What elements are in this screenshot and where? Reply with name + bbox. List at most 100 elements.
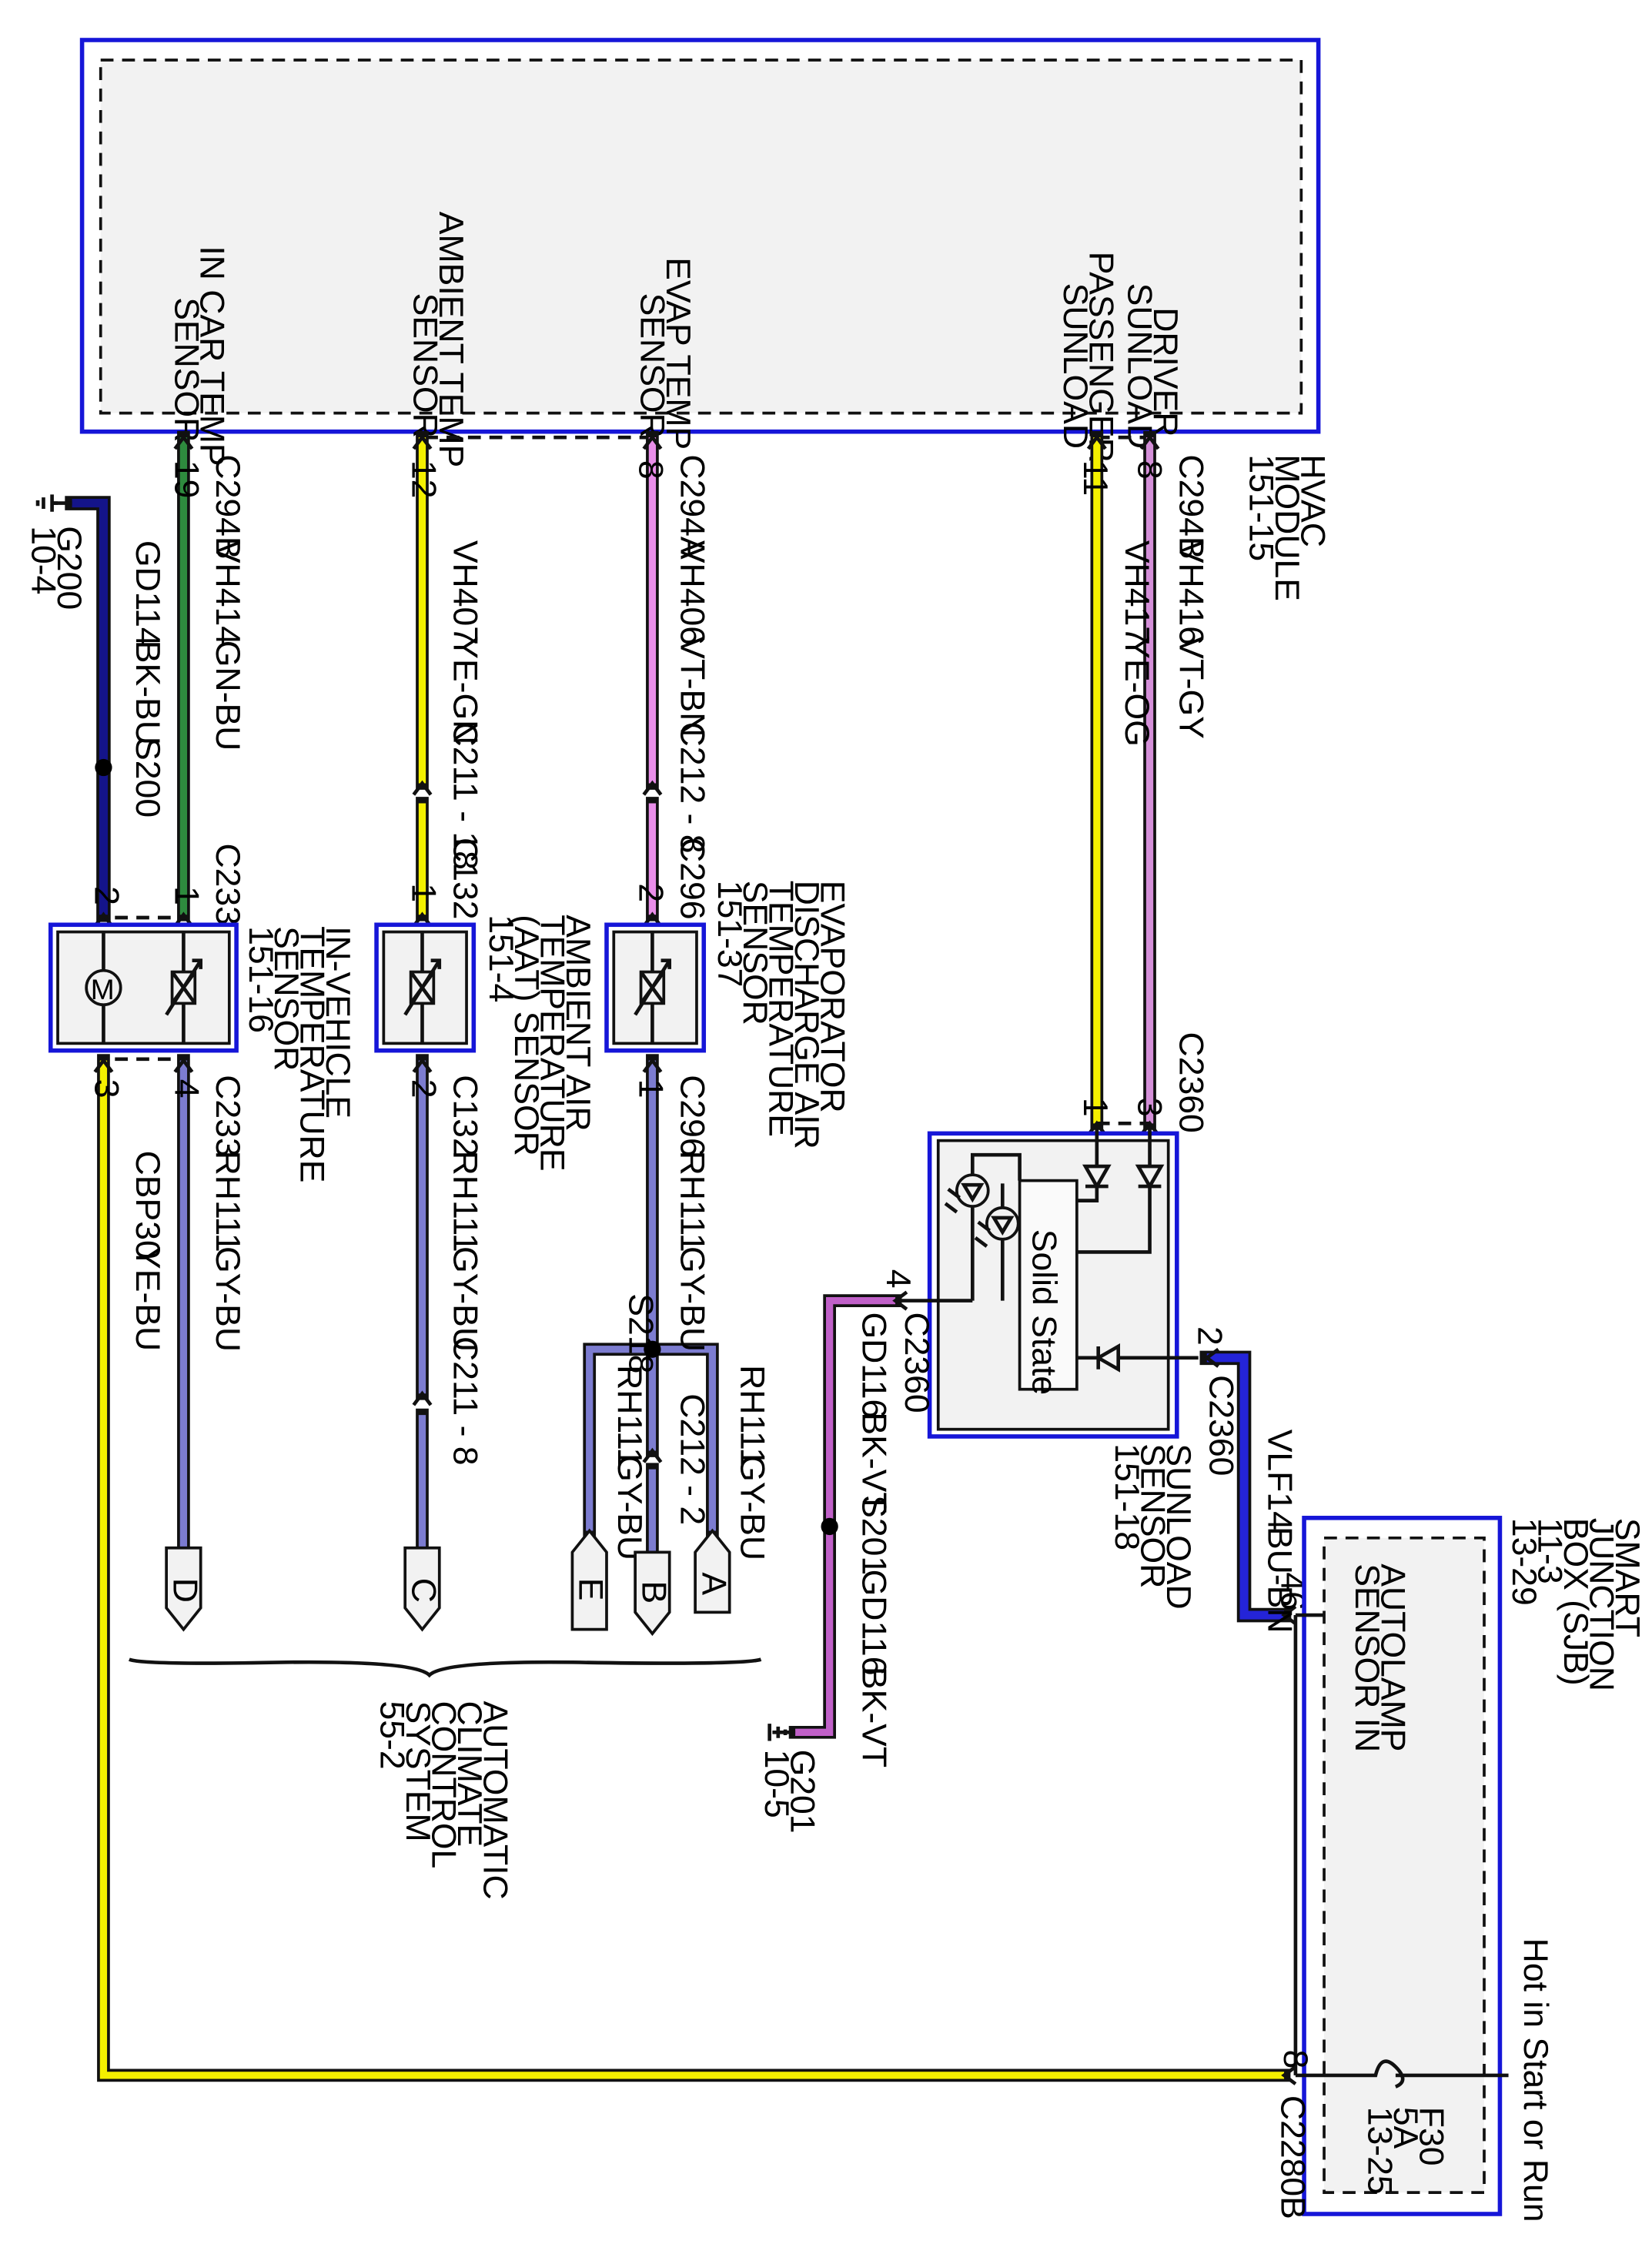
evap-sensor-pin: 1: [632, 1079, 670, 1099]
ambient-air-sensor[interactable]: AMBIENT AIR TEMPERATURE (AAT) SENSOR 151…: [374, 915, 597, 1172]
hvac-pin-passenger-line1: PASSENGER: [1082, 252, 1120, 463]
cbp30-labels: CBP30 YE-BU: [129, 1151, 166, 1352]
connector-chevron-3: [1086, 434, 1107, 450]
passenger-color: YE-OG: [1118, 636, 1155, 747]
ambient-color: YE-GN: [446, 636, 483, 744]
wire-gd114[interactable]: [72, 498, 109, 915]
in-vehicle-sensor[interactable]: M IN-VEHICLE TEMPERATURE SENSOR 151-16 2…: [48, 886, 356, 1182]
ambient-sensor-connector: C132: [446, 1075, 483, 1157]
smart-junction-box[interactable]: SMART JUNCTION BOX (SJB) 11-3 13-29 AUTO…: [1273, 1516, 1646, 2222]
sunload-pin4: 4: [879, 1269, 917, 1289]
wire-group: [65, 430, 1297, 2085]
in-vehicle-label-3: SENSOR: [267, 926, 305, 1071]
driver-pin: 8: [1131, 460, 1169, 480]
gd116-circuit-labels: GD116 BK-VT S201 GD116 BK-VT: [821, 1312, 892, 1767]
hvac-pin-ambient-line2: SENSOR: [406, 293, 443, 438]
connector-chevron-15: [412, 780, 433, 796]
connector-chevron-4: [1139, 434, 1160, 450]
c-inline: C211 - 8: [446, 1336, 483, 1466]
evap-color: VT-BN: [674, 636, 711, 737]
evap-connector2: C296: [674, 838, 711, 920]
ambient-label-2: TEMPERATURE: [533, 915, 571, 1171]
wire-rh111-a[interactable]: [652, 1346, 717, 1531]
terminal-e[interactable]: E: [570, 1528, 610, 1631]
in-car-pin: 19: [167, 460, 205, 499]
ambient-inline: C211 - 18: [446, 722, 483, 870]
sunload-label-2: SENSOR: [1133, 1443, 1171, 1588]
in-car-circuit-labels: C294B 19 VH414 GN-BU C233 1: [167, 454, 246, 925]
wire-vlf14[interactable]: [1206, 1353, 1285, 1620]
terminal-a[interactable]: A: [694, 1528, 732, 1614]
acc-label-5: 55-2: [373, 1701, 411, 1769]
g201-ref: 10-5: [757, 1750, 795, 1818]
in-vehicle-label-2: TEMPERATURE: [293, 926, 331, 1182]
gd116-color-1: BK-VT: [854, 1412, 892, 1513]
driver-connector: C294B: [1172, 454, 1210, 559]
ambient-pin: 12: [404, 460, 442, 499]
sjb-hot-label: Hot in Start or Run: [1517, 1938, 1554, 2222]
gd116-circuit-1: GD116: [854, 1312, 892, 1418]
evaporator-sensor[interactable]: EVAPORATOR DISCHARGE AIR TEMPERATURE SEN…: [604, 881, 851, 1157]
evap-circuit: VH406: [674, 540, 711, 645]
connector-chevron-16: [642, 780, 663, 796]
connector-chevron-1: [412, 434, 433, 450]
ground-g201[interactable]: G201 10-5: [757, 1724, 821, 1834]
c-circuit: RH111: [446, 1151, 483, 1252]
acc-brace: AUTOMATIC CLIMATE CONTROL SYSTEM 55-2: [129, 1657, 762, 1900]
gd114-circuit: GD114: [129, 540, 166, 647]
connector-chevron-18: [642, 1447, 663, 1463]
g201-name: G201: [784, 1750, 821, 1834]
connector-chevron-12: [642, 1057, 663, 1073]
in-car-pin2: 1: [167, 886, 205, 905]
hvac-pin-evap-line1: EVAP TEMP: [659, 257, 697, 450]
gd116-color-2: BK-VT: [854, 1667, 892, 1767]
b-inline: C212 - 2: [674, 1393, 711, 1525]
evap-inline: C212 - 8: [674, 722, 711, 854]
in-vehicle-pin2: 2: [87, 886, 125, 905]
wire-gd116[interactable]: [795, 1296, 896, 1736]
evap-label-5: 151-37: [711, 881, 748, 988]
terminal-c[interactable]: C: [403, 1546, 442, 1632]
g200-ref: 10-4: [25, 526, 62, 594]
sjb-pin: 8: [1276, 2049, 1314, 2068]
ambient-label-4: 151-4: [482, 915, 520, 1002]
acc-label-3: CONTROL: [424, 1701, 462, 1868]
sjb-label-3: BOX (SJB): [1557, 1518, 1594, 1686]
hvac-pin-driver-line1: DRIVER: [1146, 307, 1184, 436]
connector-chevron-11: [412, 1057, 433, 1073]
sunload-connector-4: C2360: [898, 1312, 935, 1413]
acc-label-4: SYSTEM: [399, 1701, 436, 1841]
hvac-pin-passenger-line2: SUNLOAD: [1056, 283, 1094, 449]
in-car-connector: C294B: [209, 454, 246, 559]
hvac-module[interactable]: IN CAR TEMP SENSOR AMBIENT TEMP SENSOR E…: [79, 38, 1332, 601]
sunload-circuit-labels: 11 VH417 YE-OG 1 C294B 8 VH416 VT-GY C23…: [1076, 454, 1209, 1132]
s201-label: S201: [854, 1495, 892, 1575]
gd116-circuit-2: GD116: [854, 1570, 892, 1676]
splice-s200: [95, 758, 112, 777]
fuse-line2: 5A: [1386, 2107, 1424, 2149]
terminal-c-label: C: [404, 1578, 442, 1603]
cbp30-color: YE-BU: [129, 1246, 166, 1351]
connector-chevron-7: [412, 911, 433, 928]
acc-label-1: AUTOMATIC: [476, 1701, 513, 1899]
wire-cbp30[interactable]: [99, 1060, 1285, 2079]
terminal-a-label: A: [694, 1572, 732, 1595]
wire-rh111-e[interactable]: [586, 1346, 653, 1531]
sjb-label-1: SMART: [1608, 1518, 1646, 1637]
connector-chevron-10: [173, 1057, 194, 1073]
fuse-line1: F30: [1412, 2107, 1450, 2166]
terminal-b[interactable]: B: [634, 1550, 672, 1637]
sjb-input-line1: AUTOLAMP: [1373, 1563, 1411, 1751]
solid-state-label: Solid State: [1025, 1229, 1062, 1395]
in-car-connector2: C233: [209, 843, 246, 925]
ground-g200[interactable]: G200 10-4 GD114 BK-BU S200: [25, 494, 167, 818]
evap-pin2: 2: [632, 883, 670, 902]
vlf14-circuit: VLF14: [1261, 1430, 1299, 1530]
sunload-sensor[interactable]: Solid State SUNLOAD SENSOR 151-18 4 C236…: [879, 1129, 1240, 1610]
vlf14-labels: VLF14 BU-BN 46: [1261, 1430, 1312, 1634]
terminal-d[interactable]: D: [165, 1546, 203, 1632]
connector-chevron-side-2: [1281, 1605, 1297, 1626]
in-vehicle-label-4: 151-16: [242, 926, 279, 1033]
in-vehicle-label-1: IN-VEHICLE: [319, 926, 356, 1119]
